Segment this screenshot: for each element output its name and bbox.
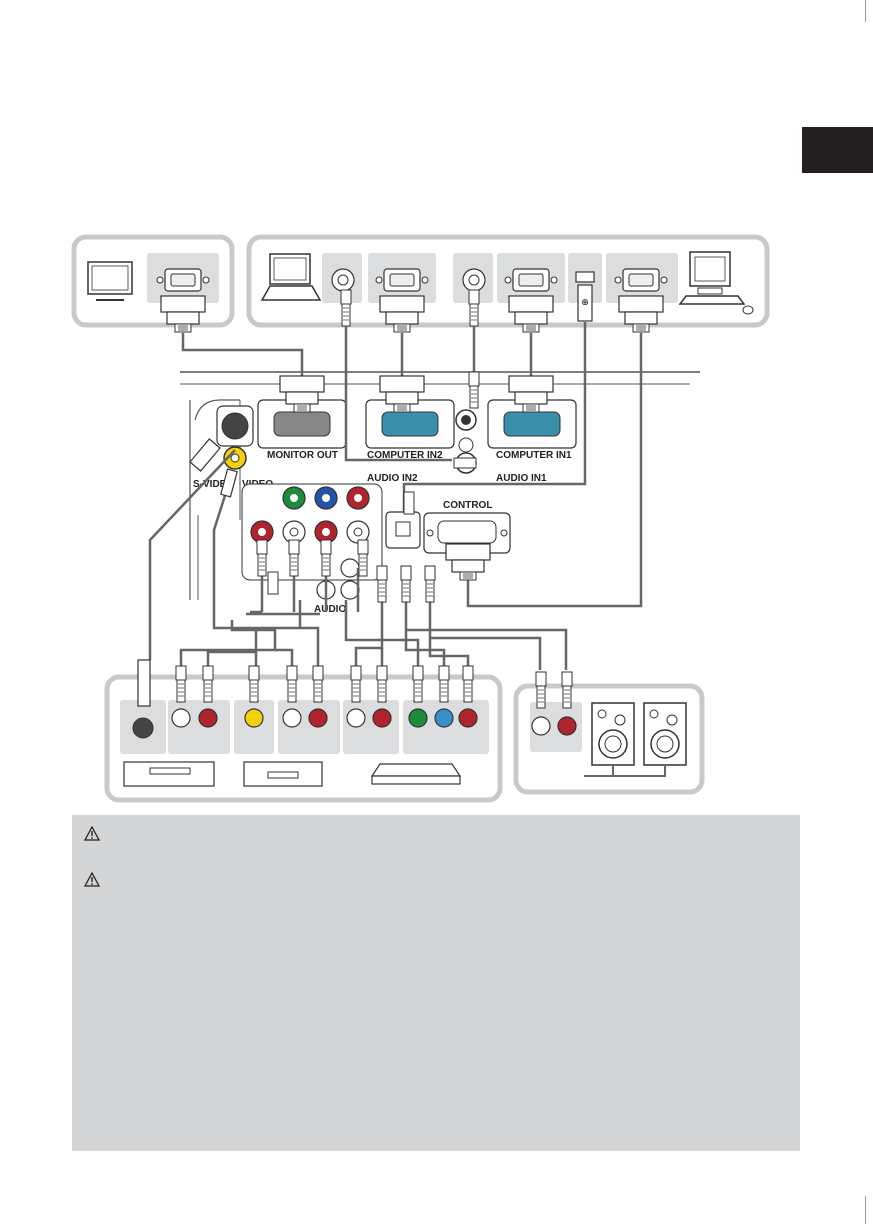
projector-panel: MONITOR OUT COMPUTER IN2 AUDIO IN2 COMPU… bbox=[180, 371, 700, 615]
bottom-plugs bbox=[137, 659, 474, 707]
speakers-panel bbox=[513, 671, 705, 795]
connection-diagram: ⊕ MONITOR OUT COMPUTER IN2 AUDIO IN2 COM… bbox=[71, 234, 770, 803]
control-label: CONTROL bbox=[443, 500, 492, 511]
warning-triangle-icon bbox=[84, 826, 100, 841]
svg-text:⊕: ⊕ bbox=[581, 298, 589, 308]
warning-triangle-icon bbox=[84, 872, 100, 887]
cables bbox=[148, 322, 643, 670]
computer-panel bbox=[246, 234, 770, 328]
vcr-icon bbox=[123, 761, 215, 787]
caution-box bbox=[72, 815, 800, 1151]
monitor-panel bbox=[71, 234, 235, 328]
page-edge-mark-top bbox=[865, 0, 866, 22]
monitor-icon bbox=[87, 261, 133, 301]
dvd-player-icon bbox=[243, 761, 323, 787]
computer-in2-label: COMPUTER IN2 bbox=[367, 450, 443, 461]
set-top-box-icon bbox=[370, 763, 462, 785]
audio-label: AUDIO bbox=[314, 604, 346, 615]
speaker-left-icon bbox=[591, 702, 635, 766]
computer-in1-label: COMPUTER IN1 bbox=[496, 450, 572, 461]
video-devices-panel bbox=[104, 674, 503, 803]
s-video-label: S-VIDEO bbox=[193, 479, 234, 490]
audio-in1-label: AUDIO IN1 bbox=[496, 473, 547, 484]
laptop-icon bbox=[260, 253, 322, 301]
page-edge-mark-bottom bbox=[865, 1196, 866, 1224]
desktop-computer-icon bbox=[678, 251, 754, 315]
chapter-tab bbox=[802, 127, 873, 173]
speaker-right-icon bbox=[643, 702, 687, 766]
audio-in2-label: AUDIO IN2 bbox=[367, 473, 418, 484]
monitor-out-label: MONITOR OUT bbox=[267, 450, 338, 461]
